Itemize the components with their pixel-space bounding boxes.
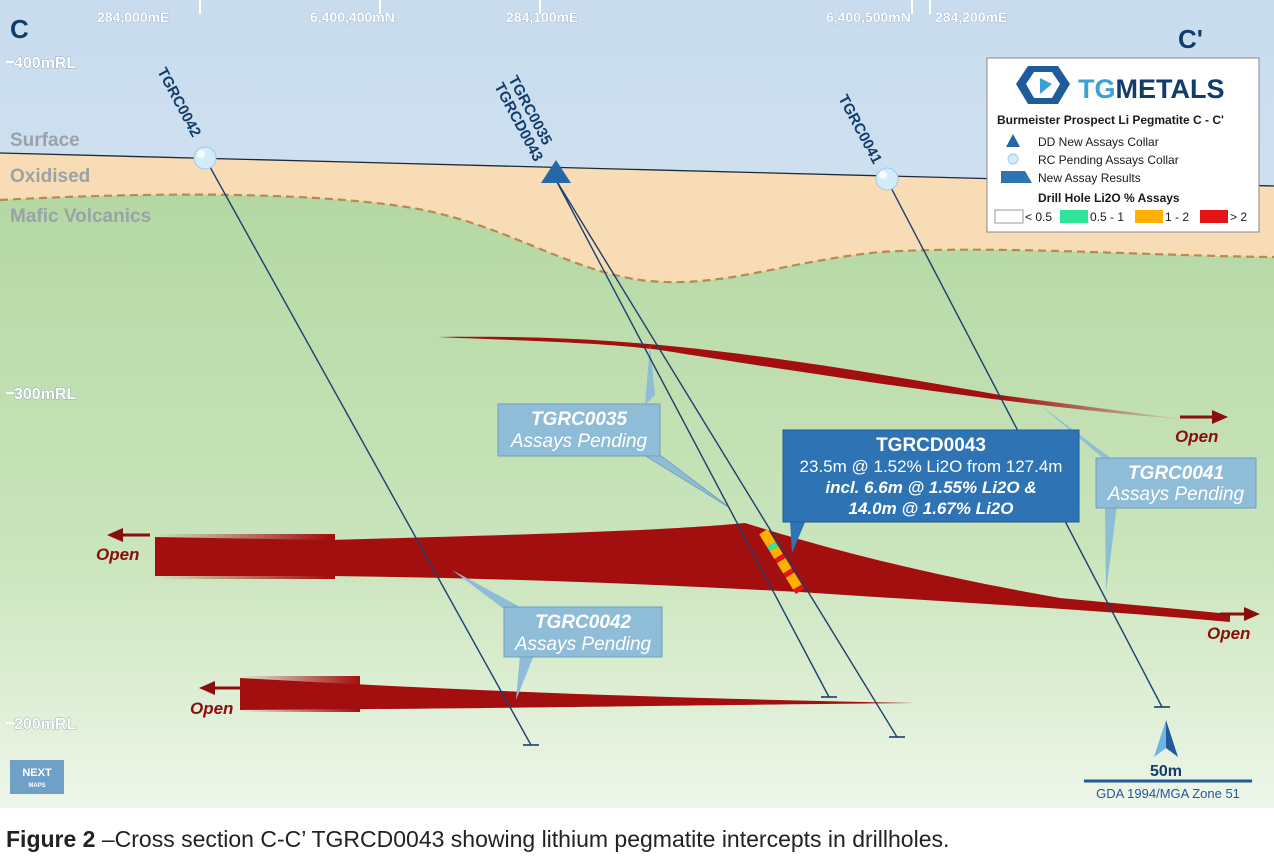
- logo-tg: TG: [1078, 74, 1116, 104]
- next-maps-badge: NEXT MAPS: [10, 760, 64, 794]
- pegmatite-main-fade: [150, 534, 335, 579]
- open-label-mid-right: Open: [1207, 624, 1250, 643]
- dd-collar-tgrcd0043: [541, 160, 571, 183]
- drillhole-tgrc0035: [555, 179, 837, 698]
- open-label-mid-left: Open: [96, 545, 139, 564]
- highlight-tgrcd0043: TGRCD0043 23.5m @ 1.52% Li2O from 127.4m…: [782, 429, 1080, 523]
- callout-status-tgrc0042: Assays Pending: [514, 634, 652, 655]
- badge-line-2: MAPS: [28, 783, 45, 789]
- callout-pointer-tgrc0041-down: [1105, 505, 1117, 592]
- legend-new-results-label: New Assay Results: [1038, 171, 1141, 185]
- legend-assays-title: Drill Hole Li2O % Assays: [1038, 191, 1180, 205]
- drillhole-tgrcd0043: [555, 179, 905, 738]
- logo-metals: METALS: [1116, 74, 1225, 104]
- open-label-upper-right: Open: [1175, 427, 1218, 446]
- coord-284100mE: 284,100mE: [506, 9, 578, 25]
- open-arrow-mid-right: [1220, 607, 1260, 621]
- layer-label-surface: Surface: [10, 130, 80, 151]
- north-arrow-icon: [1154, 720, 1178, 757]
- scale-label: 50m: [1150, 763, 1182, 780]
- open-label-low-left: Open: [190, 699, 233, 718]
- coord-6400400mN: 6,400,400mN: [310, 9, 395, 25]
- callout-status-tgrc0035: Assays Pending: [510, 431, 648, 452]
- mafic-volcanics-zone: [0, 194, 1274, 808]
- legend-dd-collar-icon: [1006, 134, 1020, 147]
- oxidised-base-boundary: [0, 193, 1274, 284]
- legend-bin-swatch-1: [1060, 210, 1088, 223]
- legend-bin-swatch-2: [1135, 210, 1163, 223]
- coordinate-ticks: [199, 0, 931, 14]
- callout-pointer-tgrc0035-up: [645, 345, 655, 405]
- rl-label-200: 200mRL: [14, 716, 76, 733]
- legend-bin-label-0: < 0.5: [1025, 210, 1052, 224]
- highlight-line-1: 23.5m @ 1.52% Li2O from 127.4m: [800, 457, 1063, 476]
- legend-bin-label-2: 1 - 2: [1165, 210, 1189, 224]
- cross-section-diagram: Open Open Open Open: [0, 0, 1274, 808]
- caption-figure-number: Figure 2: [6, 826, 96, 852]
- drillhole-tgrc0042: [204, 157, 539, 746]
- coord-284200mE: 284,200mE: [935, 9, 1007, 25]
- logo-wordmark: TGMETALS: [1078, 74, 1225, 104]
- datum-label: GDA 1994/MGA Zone 51: [1096, 786, 1240, 801]
- callout-title-tgrc0042: TGRC0042: [535, 612, 632, 633]
- legend-bin-label-3: > 2: [1230, 210, 1247, 224]
- rc-collar-tgrc0042: [193, 146, 217, 170]
- rc-collar-tgrc0041-shine: [879, 171, 887, 179]
- pegmatite-lower: [240, 678, 915, 710]
- rl-label-300: 300mRL: [14, 386, 76, 403]
- highlight-line-3: 14.0m @ 1.67% Li2O: [849, 499, 1014, 518]
- layer-label-mafic: Mafic Volcanics: [10, 206, 151, 227]
- layer-label-oxidised: Oxidised: [10, 166, 90, 187]
- figure-caption: Figure 2 –Cross section C-C’ TGRCD0043 s…: [6, 826, 1266, 853]
- section-end-label: C': [1178, 24, 1203, 54]
- callout-tgrc0035: TGRC0035 Assays Pending: [497, 403, 661, 457]
- open-arrow-mid-left: [107, 528, 150, 542]
- rc-collar-tgrc0042-shine: [197, 150, 205, 158]
- highlight-pointer: [790, 520, 806, 553]
- callout-tgrc0041: TGRC0041 Assays Pending: [1095, 457, 1257, 509]
- legend-rc-collar-icon: [1007, 153, 1019, 165]
- callout-title-tgrc0035: TGRC0035: [531, 409, 628, 430]
- caption-text: –Cross section C-C’ TGRCD0043 showing li…: [95, 826, 950, 852]
- callout-pointer-tgrc0042-down: [516, 655, 534, 700]
- legend-bin-swatch-0: [994, 209, 1024, 224]
- coord-284000mE: 284,000mE: [97, 9, 169, 25]
- legend-dd-collar-label: DD New Assays Collar: [1038, 135, 1159, 149]
- legend-title: Burmeister Prospect Li Pegmatite C - C': [997, 113, 1224, 127]
- rc-collar-tgrc0041: [875, 167, 899, 191]
- callout-pointer-tgrc0042-up: [452, 570, 522, 612]
- legend-bin-swatch-3: [1200, 210, 1228, 223]
- legend-panel: TGMETALS Burmeister Prospect Li Pegmatit…: [986, 57, 1260, 233]
- highlight-title: TGRCD0043: [876, 435, 986, 456]
- rl-label-400: 400mRL: [14, 55, 76, 72]
- legend-bin-label-1: 0.5 - 1: [1090, 210, 1124, 224]
- callout-tgrc0042: TGRC0042 Assays Pending: [503, 606, 663, 658]
- pegmatite-main: [155, 523, 1230, 622]
- pegmatite-lower-fade: [236, 676, 360, 712]
- open-arrow-low-left: [199, 681, 242, 695]
- tg-metals-logo-icon: [1016, 66, 1070, 104]
- callout-status-tgrc0041: Assays Pending: [1107, 484, 1245, 505]
- legend-rc-collar-label: RC Pending Assays Collar: [1038, 153, 1179, 167]
- assay-intercept-tgrcd0043: [759, 529, 805, 594]
- open-arrow-upper-right: [1180, 410, 1228, 424]
- highlight-line-2: incl. 6.6m @ 1.55% Li2O &: [825, 478, 1036, 497]
- coord-6400500mN: 6,400,500mN: [826, 9, 911, 25]
- badge-line-1: NEXT: [22, 767, 52, 779]
- section-start-label: C: [10, 14, 29, 44]
- callout-title-tgrc0041: TGRC0041: [1128, 463, 1224, 484]
- legend-new-results-icon: [1001, 171, 1032, 183]
